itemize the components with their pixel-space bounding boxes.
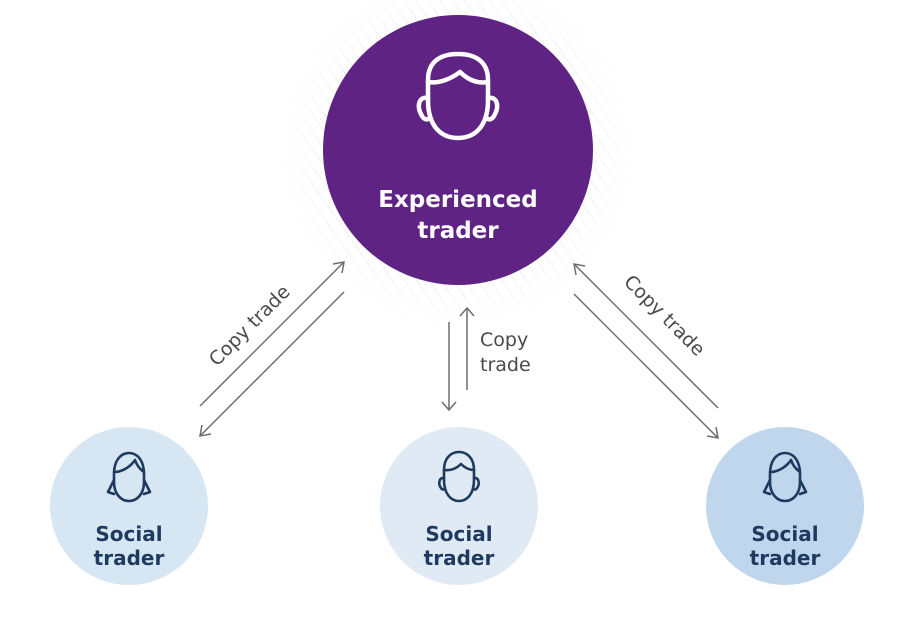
left-up-arrow [199,261,345,407]
right-arrow-pair [573,263,719,439]
left-up-arrowhead [332,261,345,274]
social-trader-node-left: Social trader [50,427,208,585]
social-label-right-line2: trader [750,546,821,570]
left-down-arrowhead [199,424,212,437]
social-label-center-line2: trader [424,546,495,570]
center-trade-label: trade [480,354,531,376]
center-down-arrowhead [441,401,457,412]
right-up-arrow [573,263,719,409]
right-up-arrowhead [573,263,586,276]
social-label-left-line2: trader [94,546,165,570]
right-copy-trade-label: Copy trade [619,271,709,361]
social-label-center-line1: Social [425,522,492,546]
experienced-label-line2: trader [417,218,499,244]
experienced-trader-node: Experienced trader [323,15,593,285]
right-down-arrow [573,293,719,439]
right-down-arrowhead [706,426,719,439]
male-head-icon [416,51,500,141]
social-trader-node-right: Social trader [706,427,864,585]
social-label-right-line1: Social [751,522,818,546]
social-label-left-line1: Social [95,522,162,546]
left-down-arrow [199,291,345,437]
experienced-trader-circle [323,15,593,285]
female-head-icon [106,451,152,503]
social-trader-circle-left [50,427,208,585]
social-trader-circle-center [380,427,538,585]
center-up-arrowhead [459,306,475,317]
center-arrow-pair [441,306,475,412]
left-arrow-pair [199,261,345,437]
experienced-label-line1: Experienced [378,187,538,213]
male-head-icon [438,450,480,503]
female-head-icon [762,451,808,503]
social-trader-circle-right [706,427,864,585]
social-trader-node-center: Social trader [380,427,538,585]
center-copy-label: Copy [480,329,528,351]
